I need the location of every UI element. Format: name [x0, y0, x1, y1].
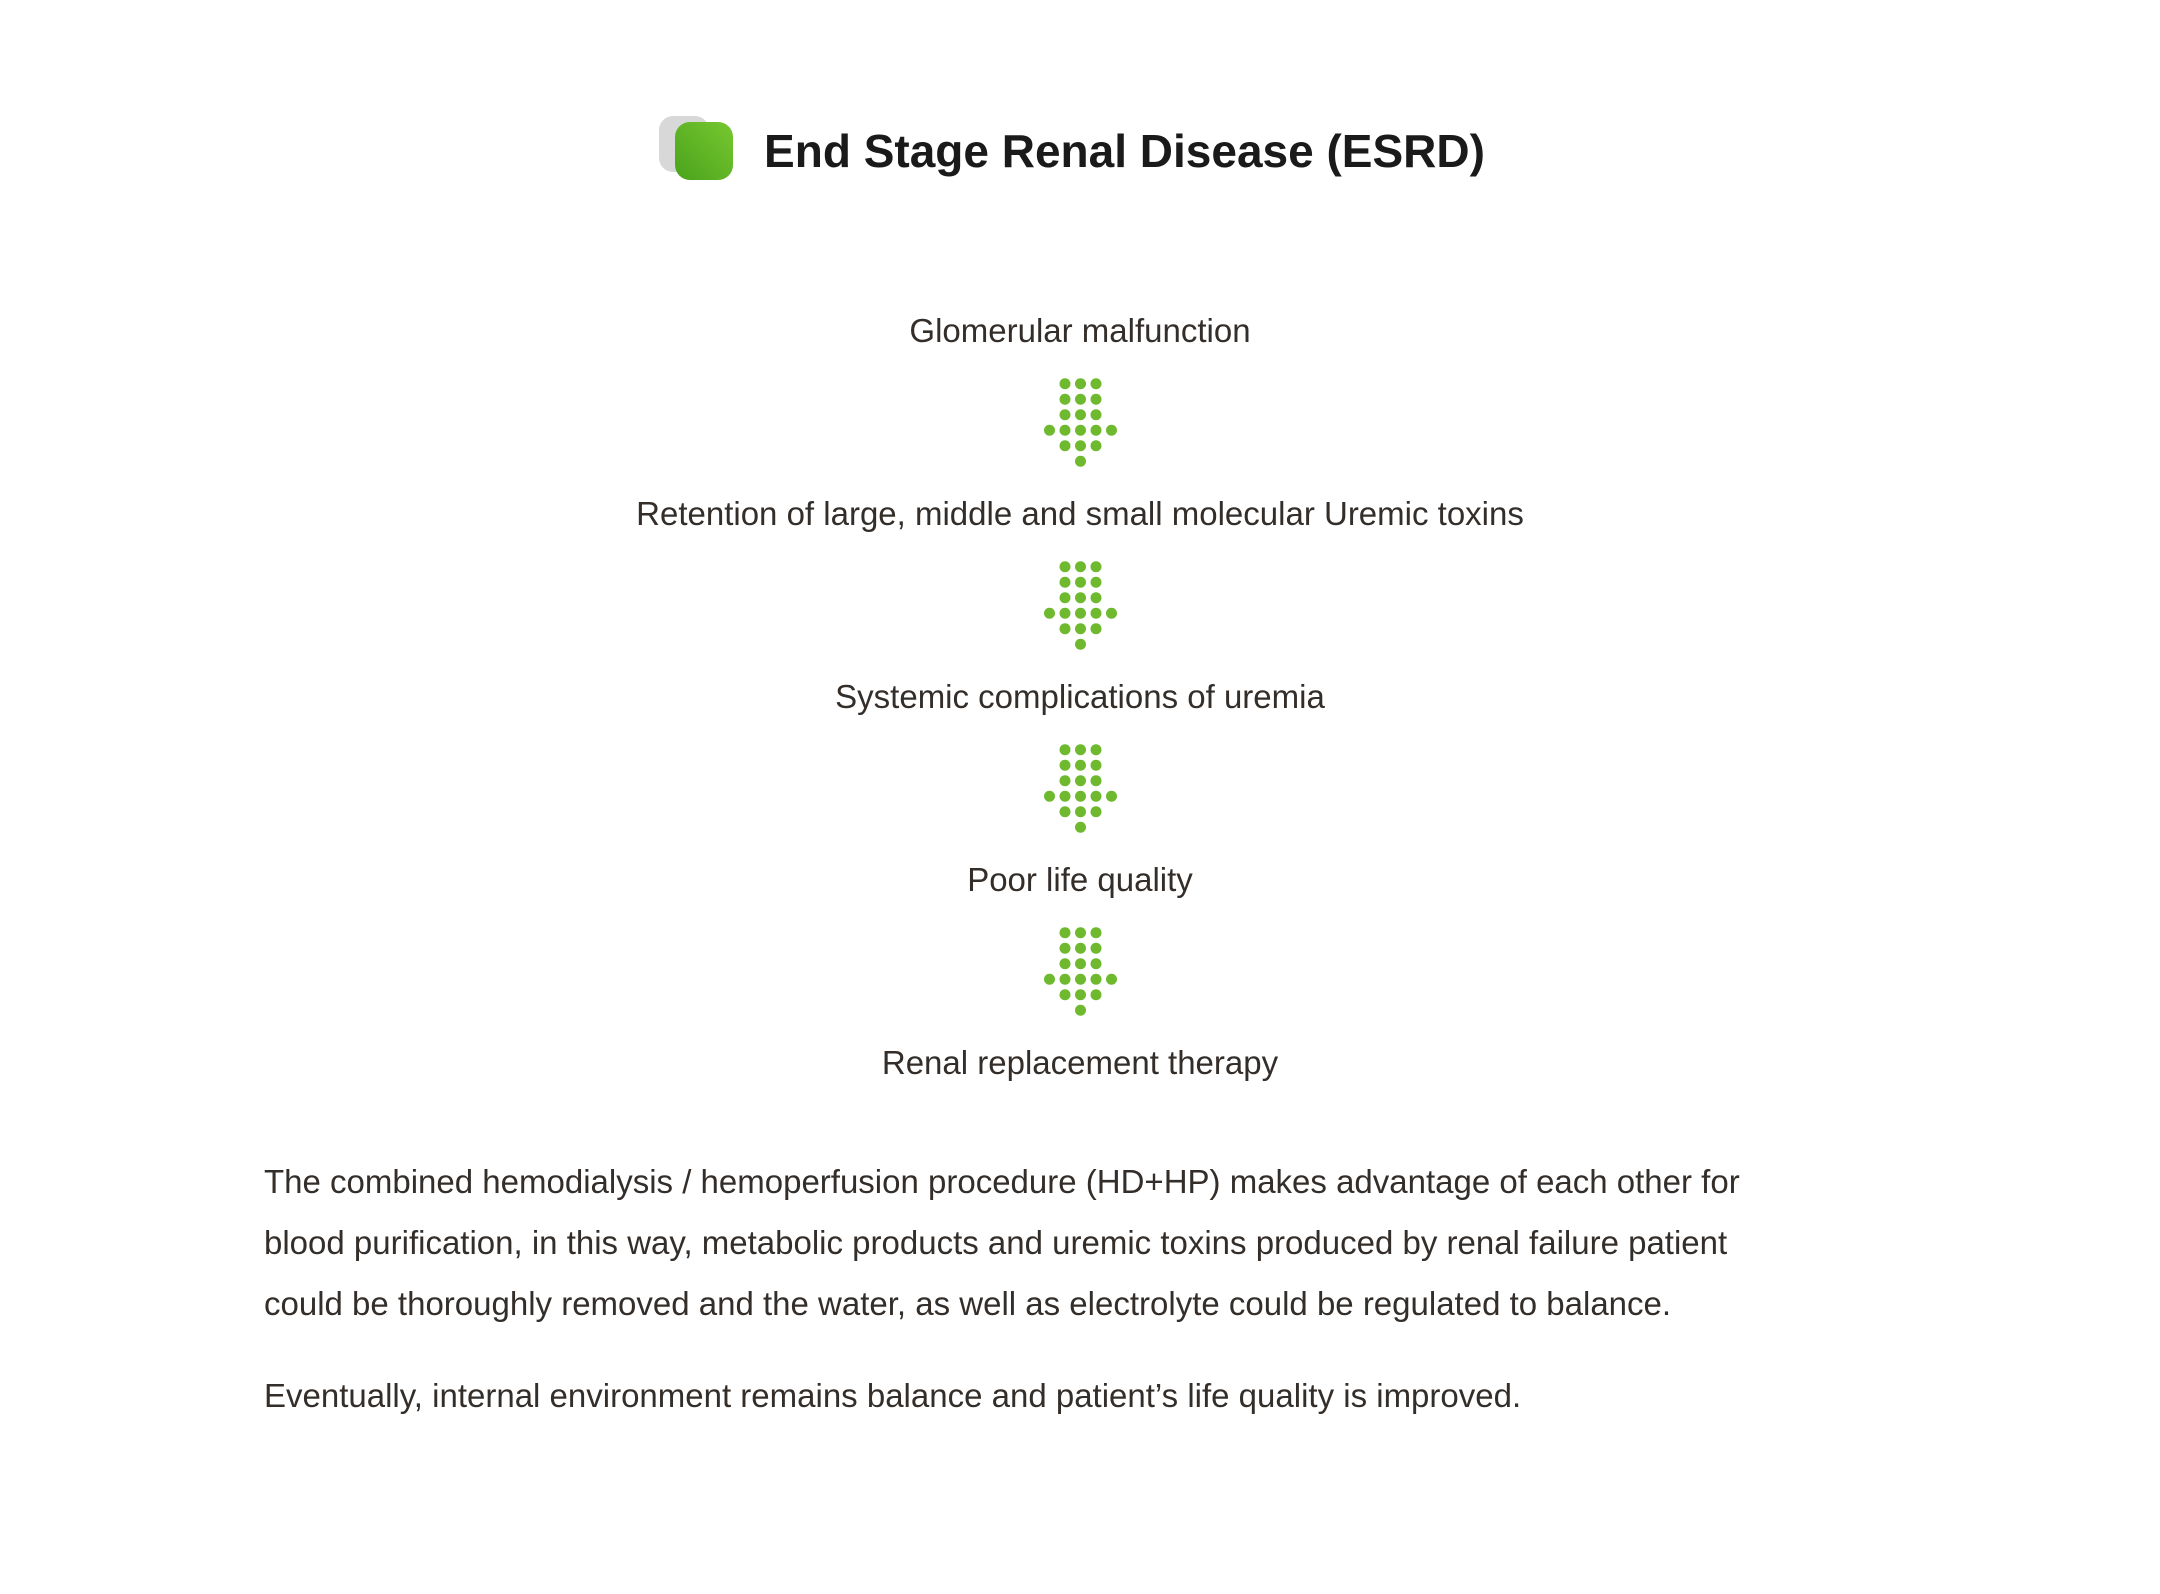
description-paragraph-hd-hp: The combined hemodialysis / hemoperfusio…: [264, 1163, 1740, 1322]
page-header: End Stage Renal Disease (ESRD): [0, 0, 2160, 180]
flow-step-poor-life-quality: Poor life quality: [967, 861, 1193, 898]
flow-step-systemic-complications: Systemic complications of uremia: [835, 678, 1325, 715]
flow-step-glomerular-malfunction: Glomerular malfunction: [909, 312, 1251, 349]
flow-step-uremic-toxin-retention: Retention of large, middle and small mol…: [636, 495, 1524, 532]
flow-step-renal-replacement-therapy: Renal replacement therapy: [881, 1044, 1279, 1081]
page-title: End Stage Renal Disease (ESRD): [764, 125, 1485, 177]
dotted-down-arrow-icon: [0, 744, 2160, 833]
page: End Stage Renal Disease (ESRD) Glomerula…: [0, 0, 2160, 1426]
esrd-progression-diagram: Glomerular malfunction Retention of larg…: [0, 309, 2160, 1085]
dotted-down-arrow-icon: [0, 927, 2160, 1016]
description-section: The combined hemodialysis / hemoperfusio…: [0, 1151, 2160, 1426]
dotted-down-arrow-icon: [0, 378, 2160, 467]
icon-green-square: [675, 122, 734, 180]
description-paragraph-conclusion: Eventually, internal environment remains…: [264, 1377, 1522, 1414]
overlapping-rounded-squares-icon: [659, 116, 734, 180]
dotted-down-arrow-icon: [0, 561, 2160, 650]
